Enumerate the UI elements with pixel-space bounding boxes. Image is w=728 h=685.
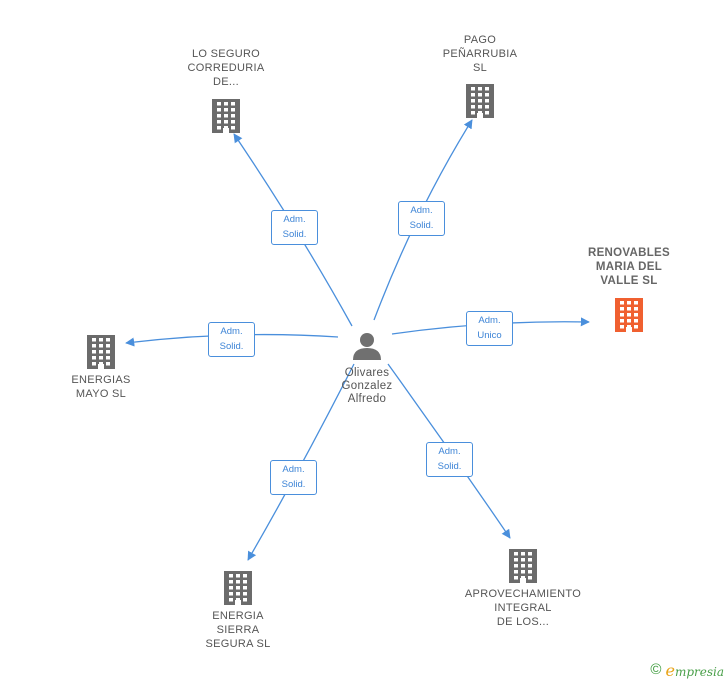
edge-label-renovables[interactable]: Adm. Unico xyxy=(466,311,513,346)
footer: © e mpresia xyxy=(650,661,724,680)
brand-logo-e: e xyxy=(665,660,675,680)
company-label-aprovechamiento[interactable]: APROVECHAMIENTO INTEGRAL DE LOS... xyxy=(464,588,582,628)
building-icon-energias-mayo[interactable] xyxy=(87,335,115,369)
company-label-renovables[interactable]: RENOVABLES MARIA DEL VALLE SL xyxy=(587,247,671,287)
brand-logo[interactable]: e mpresia xyxy=(665,661,724,680)
brand-logo-text: mpresia xyxy=(674,664,724,679)
building-icon-lo-seguro[interactable] xyxy=(212,99,240,133)
building-icon-aprovechamiento[interactable] xyxy=(509,549,537,583)
company-label-pago-penarrubia[interactable]: PAGO PEÑARRUBIA SL xyxy=(442,34,518,74)
building-icon-energia-sierra[interactable] xyxy=(224,571,252,605)
edge-label-energias-mayo[interactable]: Adm. Solid. xyxy=(208,322,255,357)
edge-label-lo-seguro[interactable]: Adm. Solid. xyxy=(271,210,318,245)
edge-label-aprovechamiento[interactable]: Adm. Solid. xyxy=(426,442,473,477)
building-icon-renovables[interactable] xyxy=(615,298,643,332)
company-label-energia-sierra[interactable]: ENERGIA SIERRA SEGURA SL xyxy=(205,610,271,650)
copyright-icon: © xyxy=(650,661,662,678)
edge-label-energia-sierra[interactable]: Adm. Solid. xyxy=(270,460,317,495)
person-icon[interactable] xyxy=(353,333,381,360)
company-label-energias-mayo[interactable]: ENERGIAS MAYO SL xyxy=(71,374,131,400)
person-label[interactable]: Olivares Gonzalez Alfredo xyxy=(341,367,393,405)
edge-label-pago-penarrubia[interactable]: Adm. Solid. xyxy=(398,201,445,236)
building-icon-pago-penarrubia[interactable] xyxy=(466,84,494,118)
company-label-lo-seguro[interactable]: LO SEGURO CORREDURIA DE... xyxy=(187,48,265,88)
